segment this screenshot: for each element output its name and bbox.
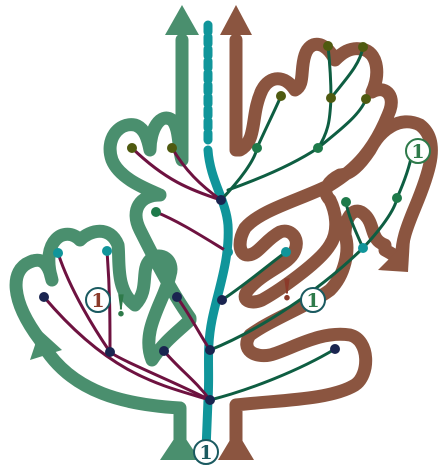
node (330, 344, 340, 354)
node (159, 346, 169, 356)
up-arrow-icon (218, 430, 254, 460)
node (358, 243, 368, 253)
trunk (206, 22, 228, 450)
exclamation-mark: ! (114, 289, 127, 324)
node (217, 295, 227, 305)
node (151, 207, 161, 217)
node (341, 197, 351, 207)
node (276, 91, 286, 101)
up-arrow-icon (220, 5, 252, 35)
node (105, 347, 115, 357)
marker-label: 1 (199, 442, 212, 464)
marker-top-right: 1 (406, 139, 430, 163)
node (313, 143, 323, 153)
node (323, 41, 333, 51)
node (361, 94, 371, 104)
node (281, 247, 291, 257)
marker-right: 1 (301, 288, 325, 312)
marker-root: 1 (194, 440, 218, 464)
node (205, 345, 215, 355)
node (205, 395, 215, 405)
marker-label: 1 (306, 290, 319, 312)
node (358, 42, 368, 52)
marker-left: 1 (86, 288, 110, 312)
node (326, 93, 336, 103)
up-arrow-icon (165, 5, 199, 35)
marker-label: 1 (91, 290, 104, 312)
node (216, 195, 226, 205)
navy-nodes (39, 195, 340, 405)
node (53, 248, 63, 258)
marker-label: 1 (411, 141, 424, 163)
node (167, 143, 177, 153)
node (172, 292, 182, 302)
node (102, 246, 112, 256)
node (39, 292, 49, 302)
exclamation-mark: ! (280, 273, 293, 308)
green-contour (16, 40, 190, 450)
node (127, 143, 137, 153)
node (252, 143, 262, 153)
node (392, 193, 402, 203)
node (223, 247, 233, 257)
